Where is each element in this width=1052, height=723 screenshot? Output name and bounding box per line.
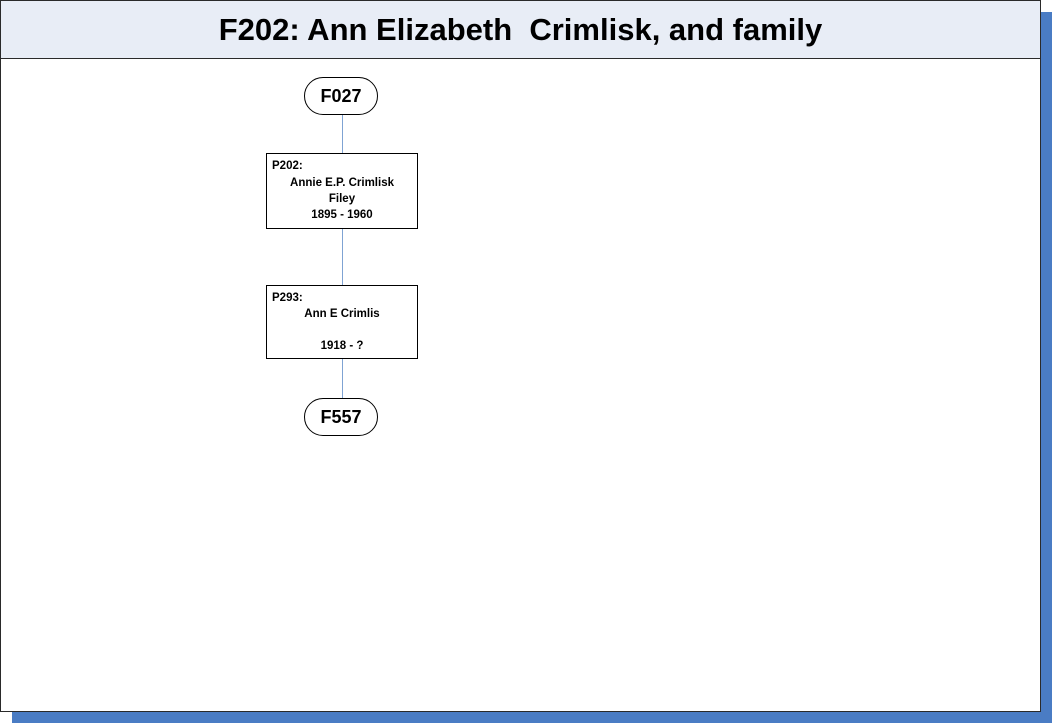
connector-p202-p293 bbox=[342, 229, 343, 285]
family-node-label: F557 bbox=[320, 406, 362, 427]
connector-p293-f557 bbox=[342, 359, 343, 398]
family-node-parent[interactable]: F027 bbox=[304, 77, 378, 115]
person-place: Filey bbox=[328, 193, 356, 205]
chart-page: F202: Ann Elizabeth Crimlisk, and family… bbox=[0, 0, 1041, 712]
family-node-child[interactable]: F557 bbox=[304, 398, 378, 436]
person-box-p202[interactable]: P202: Annie E.P. Crimlisk Filey 1895 - 1… bbox=[266, 153, 418, 229]
person-name: Annie E.P. Crimlisk bbox=[290, 177, 394, 189]
person-dates: 1895 - 1960 bbox=[311, 209, 373, 221]
family-node-label: F027 bbox=[320, 85, 362, 106]
chart-header: F202: Ann Elizabeth Crimlisk, and family bbox=[1, 1, 1040, 59]
person-box-p293[interactable]: P293: Ann E Crimlis 1918 - ? bbox=[266, 285, 418, 359]
person-id: P293: bbox=[272, 292, 303, 304]
chart-title: F202: Ann Elizabeth Crimlisk, and family bbox=[218, 11, 823, 47]
person-id: P202: bbox=[272, 160, 303, 172]
person-dates: 1918 - ? bbox=[320, 340, 364, 352]
connector-f027-p202 bbox=[342, 114, 343, 153]
person-name: Ann E Crimlis bbox=[304, 308, 380, 320]
